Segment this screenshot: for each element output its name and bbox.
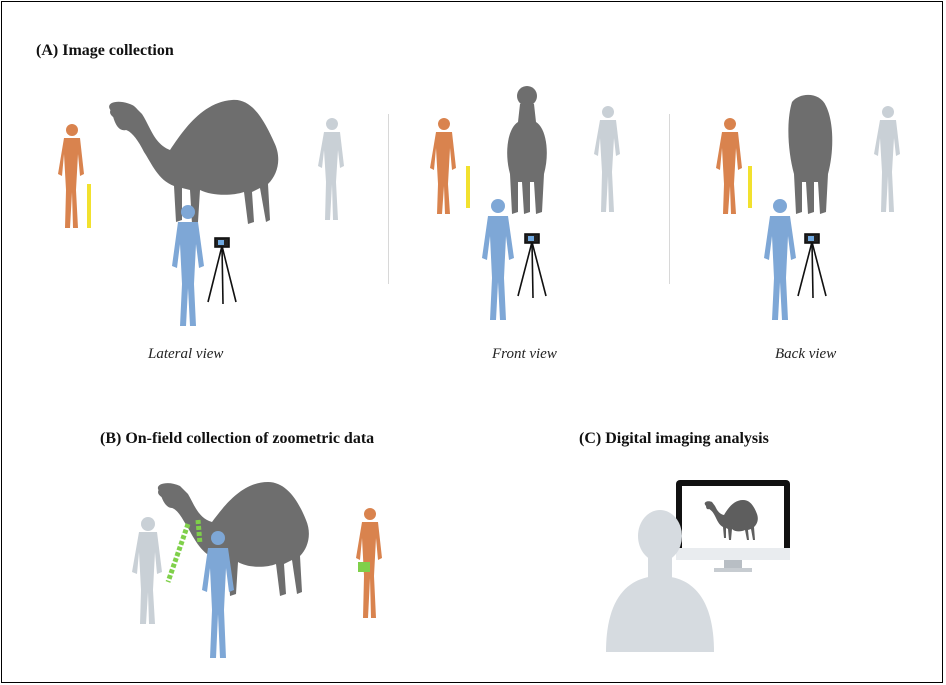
section-c-title: (C) Digital imaging analysis	[579, 430, 769, 448]
photographer-figure-icon	[764, 199, 796, 320]
camel-side-icon	[158, 482, 309, 596]
front-view-illustration	[422, 82, 682, 322]
observer-figure-icon	[132, 517, 162, 624]
tripod-camera-icon	[798, 234, 826, 298]
observer-figure-icon	[874, 106, 900, 212]
measuring-stick-icon	[748, 166, 752, 208]
tripod-camera-icon	[208, 238, 236, 304]
back-view-caption: Back view	[775, 346, 836, 363]
assistant-figure-icon	[58, 124, 84, 228]
front-view-caption: Front view	[492, 346, 557, 363]
tape-roll-icon	[358, 562, 370, 572]
assistant-figure-icon	[430, 118, 456, 214]
digital-analysis-illustration	[602, 472, 802, 652]
back-view-illustration	[702, 82, 946, 322]
photographer-figure-icon	[482, 199, 514, 320]
camel-side-icon	[109, 100, 278, 224]
assistant-figure-icon	[716, 118, 742, 214]
field-measurement-illustration	[122, 472, 422, 662]
lateral-view-illustration	[42, 92, 382, 332]
camel-front-icon	[507, 86, 547, 214]
divider-left	[388, 114, 389, 284]
measuring-stick-icon	[87, 184, 91, 228]
lateral-view-caption: Lateral view	[148, 346, 223, 363]
measuring-tape-icon	[168, 524, 188, 582]
section-a-title: (A) Image collection	[36, 42, 174, 60]
section-b-title: (B) On-field collection of zoometric dat…	[100, 430, 374, 448]
tripod-camera-icon	[518, 234, 546, 298]
camel-back-icon	[788, 95, 832, 214]
observer-figure-icon	[594, 106, 620, 212]
photographer-figure-icon	[172, 205, 204, 326]
observer-figure-icon	[318, 118, 344, 220]
measuring-stick-icon	[466, 166, 470, 208]
